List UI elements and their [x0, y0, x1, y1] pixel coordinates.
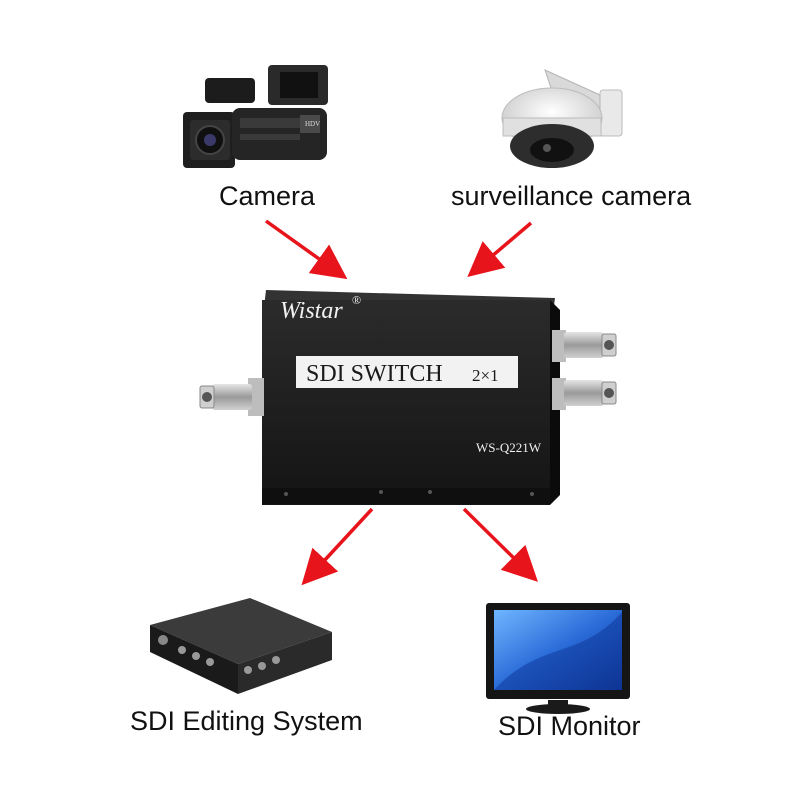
bnc-connector-1: [552, 330, 617, 362]
switch-ratio: 2×1: [472, 366, 499, 385]
arrow-switch-to-editing: [301, 507, 374, 586]
arrow-camera-to-switch: [264, 219, 348, 280]
monitor-label: SDI Monitor: [498, 711, 641, 741]
surveillance-camera-label: surveillance camera: [451, 181, 692, 211]
arrow-surveillance-to-switch: [467, 221, 533, 278]
bnc-input-connector: [199, 378, 264, 416]
camera-label: Camera: [219, 181, 316, 211]
monitor-icon: [486, 603, 630, 714]
bnc-connector-2: [552, 378, 617, 410]
registered-mark: ®: [352, 293, 361, 307]
flow-arrows: [264, 219, 538, 586]
editing-system-label: SDI Editing System: [130, 706, 363, 736]
brand-logo: Wistar: [280, 298, 343, 324]
switch-title: SDI SWITCH: [306, 361, 443, 387]
model-number: WS-Q221W: [476, 440, 542, 455]
camcorder-icon: HDV: [183, 65, 328, 168]
svg-text:HDV: HDV: [305, 120, 320, 128]
arrow-switch-to-monitor: [462, 507, 538, 582]
sdi-switch-box-icon: Wistar ® SDI SWITCH 2×1 WS-Q221W: [199, 290, 617, 505]
label-plate: [296, 356, 518, 388]
dome-camera-icon: [501, 69, 623, 168]
editing-system-box-icon: [150, 598, 332, 694]
